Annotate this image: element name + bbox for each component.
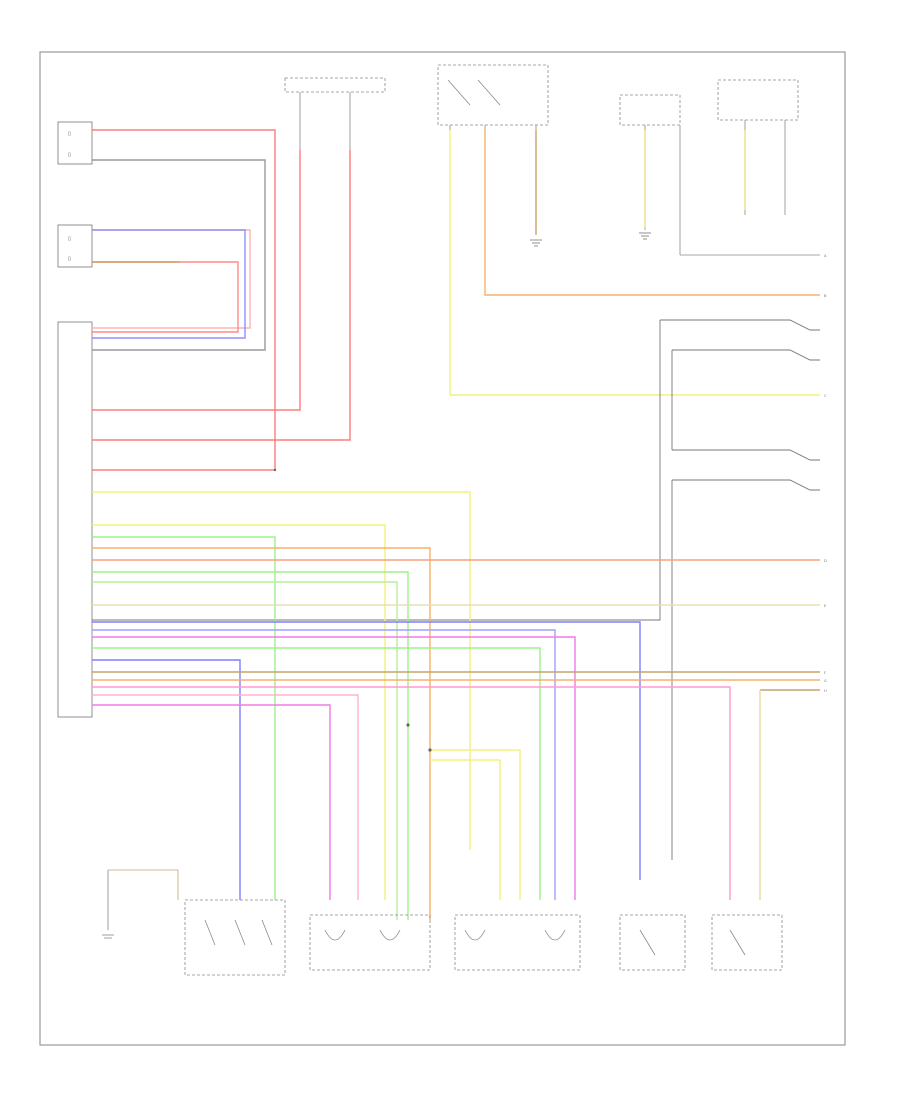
wires-upper-module: [92, 129, 276, 471]
wire-green-1: [92, 536, 276, 900]
steering-column-switch: [437, 64, 549, 395]
splice-points: [273, 468, 432, 752]
wire-red-b: [92, 229, 251, 329]
wire-red-a: [92, 129, 276, 471]
wire-blue-3: [92, 659, 241, 900]
bottom-switch-2: [619, 914, 686, 971]
wire-orange-1: [92, 547, 431, 920]
edge-marker-h: H: [824, 689, 827, 693]
top-fuse-box: [284, 77, 386, 150]
right-side-switches: [92, 319, 820, 860]
wire-orange-switch: [484, 130, 820, 296]
bottom-sensor-1: [309, 914, 431, 971]
svg-text:▯: ▯: [68, 131, 71, 137]
wire-magenta-1: [92, 636, 576, 900]
wire-blue-2: [92, 629, 556, 900]
fuse-wires: [92, 150, 351, 441]
ground-point-left: [102, 869, 179, 939]
wire-blue-1: [92, 621, 641, 880]
wire-grey-a: [92, 159, 266, 351]
wire-green-4: [92, 647, 541, 900]
diagram-border: [39, 51, 846, 1046]
edge-marker-e: E: [824, 604, 827, 608]
wire-yellow-2: [92, 524, 386, 900]
wire-red-fuse-1: [92, 150, 301, 411]
wire-pink-2: [92, 694, 359, 900]
bottom-switch-1: [184, 899, 286, 976]
svg-text:▯: ▯: [68, 256, 71, 262]
wire-yellow-1: [92, 491, 471, 850]
main-connector-block: [57, 321, 93, 718]
svg-text:▯: ▯: [68, 236, 71, 242]
wire-pink-a: [92, 261, 239, 333]
edge-marker-f: F: [824, 671, 826, 675]
right-edge-markers: A B C D E F G H: [824, 254, 827, 693]
top-right-switch: [717, 79, 799, 215]
trunk-release-switch: [619, 94, 820, 256]
wire-yellow-switch: [449, 130, 820, 396]
wire-magenta-2: [92, 704, 331, 900]
ground-symbol-1: [530, 239, 542, 247]
edge-marker-a: A: [824, 254, 827, 258]
wire-pink-1: [92, 686, 731, 900]
wire-yellow-3: [430, 749, 521, 900]
edge-marker-b: B: [824, 294, 827, 298]
bottom-sensor-2: [454, 914, 581, 971]
wire-green-3: [92, 581, 398, 920]
edge-marker-c: C: [824, 394, 827, 398]
svg-text:▯: ▯: [68, 152, 71, 158]
bottom-switch-3: [711, 914, 783, 971]
edge-marker-g: G: [824, 679, 827, 683]
wire-green-2: [92, 571, 409, 920]
ground-symbol-2: [639, 232, 651, 240]
left-control-module-upper: ▯ ▯: [57, 121, 93, 165]
edge-marker-d: D: [824, 559, 827, 563]
wire-yellow-4: [430, 759, 501, 900]
left-control-module-middle: ▯ ▯: [57, 224, 93, 268]
wire-blue-a: [92, 229, 246, 339]
wire-red-fuse-2: [92, 150, 351, 441]
harness-wires: [92, 491, 820, 920]
